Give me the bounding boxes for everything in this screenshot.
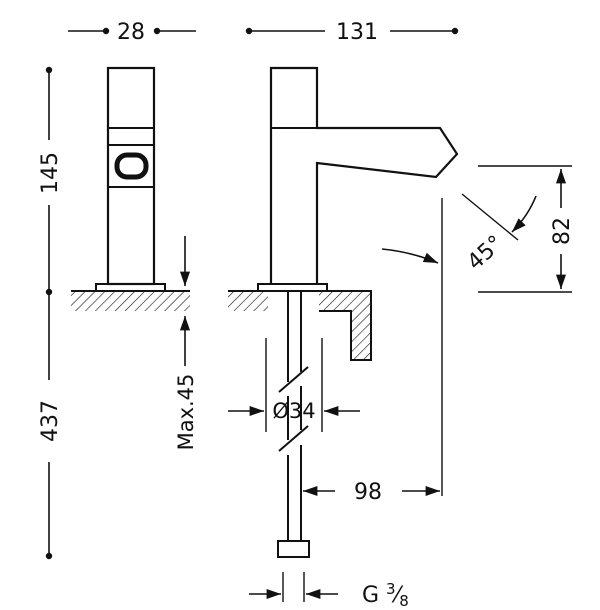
thread-numerator: 3 xyxy=(386,580,396,598)
label-hole-diameter: Ø34 xyxy=(272,399,315,423)
pipe-break-upper xyxy=(278,366,309,393)
label-max-thickness: Max.45 xyxy=(174,374,198,451)
dim-counter-thickness: Max.45 xyxy=(174,236,198,450)
label-pipe-length: 437 xyxy=(38,400,63,442)
dim-spout-reach: 98 xyxy=(303,198,443,505)
dim-left-vertical: 145 437 xyxy=(38,66,63,560)
side-view xyxy=(228,66,459,558)
pipe-break-lower xyxy=(278,425,309,452)
dim-spout-angle: 45° xyxy=(381,193,537,276)
front-view xyxy=(71,66,190,311)
label-spout-height: 82 xyxy=(550,217,575,245)
dim-side-depth: 131 xyxy=(245,20,459,45)
dim-thread: G 3⁄8 xyxy=(249,572,409,610)
label-side-depth: 131 xyxy=(336,20,378,45)
dim-front-width: 28 xyxy=(68,20,196,45)
front-counter-hatch xyxy=(71,291,190,311)
side-base-plate xyxy=(257,283,328,292)
side-body-outline xyxy=(269,66,459,284)
label-thread: G 3⁄8 xyxy=(362,580,409,610)
dim-hole-diameter: Ø34 xyxy=(228,338,360,432)
thread-prefix: G xyxy=(362,583,386,608)
pipe-nut xyxy=(277,540,310,558)
thread-denominator: 8 xyxy=(399,592,409,610)
label-spout-angle: 45° xyxy=(463,231,509,276)
side-counter-hatch-right xyxy=(319,291,371,360)
side-counter-outline-right xyxy=(319,290,372,361)
front-aerator-icon xyxy=(114,152,149,180)
side-counter-hatch-left xyxy=(228,291,268,311)
dim-spout-height: 82 xyxy=(478,165,575,293)
label-front-width: 28 xyxy=(117,20,145,45)
label-body-height: 145 xyxy=(38,152,63,194)
label-spout-reach: 98 xyxy=(354,480,382,505)
